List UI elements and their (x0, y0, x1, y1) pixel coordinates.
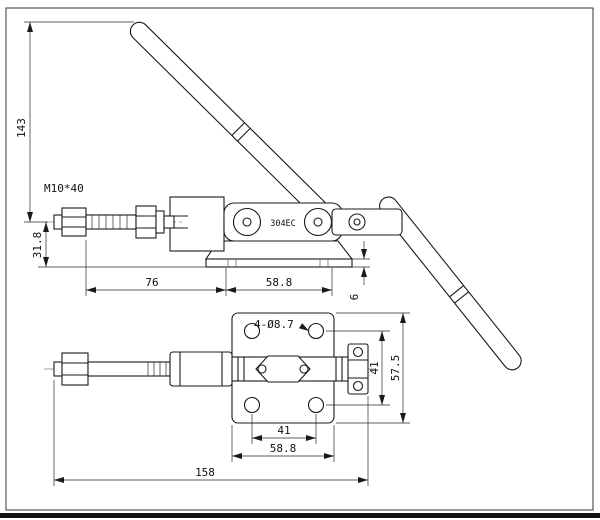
spindle-assembly-plan (53, 351, 233, 387)
handle-bar-closed (379, 196, 522, 371)
spindle-assembly-side (46, 205, 182, 239)
sheet-border (0, 7, 600, 518)
plan-view: 4-Ø8.7 (44, 312, 376, 424)
hole-callout-label: 4-Ø8.7 (254, 318, 294, 331)
dim-overall-length: 158 (195, 466, 215, 479)
dim-hole-spacing-vertical: 41 (368, 361, 381, 374)
clamp-base (204, 240, 354, 268)
link-arm-plate (331, 208, 403, 236)
dim-flange-thickness: 6 (348, 294, 361, 301)
clamp-body (169, 196, 225, 252)
dimensions-side: 143 M10*40 31.8 76 58.8 6 (15, 21, 370, 301)
dim-plate-width: 58.8 (270, 442, 297, 455)
dimensions-plan: 41 57.5 41 58.8 158 (53, 312, 410, 486)
pivot-rivets (232, 207, 366, 237)
dim-rod-axis-height: 31.8 (31, 232, 44, 259)
dim-length-right: 58.8 (266, 276, 293, 289)
dim-plate-height: 57.5 (389, 355, 402, 382)
thread-spec-label: M10*40 (44, 182, 84, 195)
linkage-plan (229, 355, 353, 383)
dim-length-left: 76 (145, 276, 158, 289)
body-marking-label: 304EC (270, 219, 296, 229)
dim-hole-spacing-horizontal: 41 (277, 424, 290, 437)
hole-callout: 4-Ø8.7 (254, 318, 310, 332)
pivot-bracket-plan (347, 343, 369, 395)
dim-overall-height: 143 (15, 118, 28, 138)
handle-bar-open (129, 21, 330, 220)
